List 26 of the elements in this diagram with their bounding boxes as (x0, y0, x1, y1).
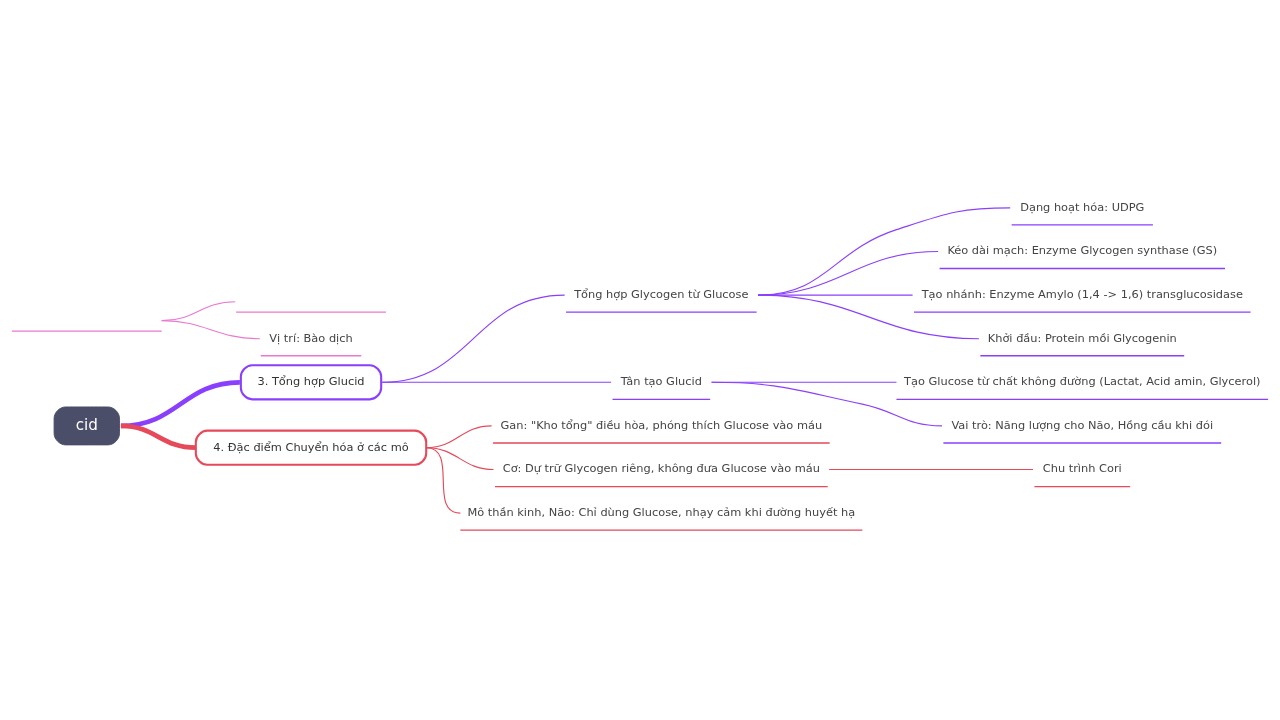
node-text: Khởi đầu: Protein mồi Glycogenin (987, 330, 1177, 345)
node-text: Mô thần kinh, Não: Chỉ dùng Glucose, nhạy cảm khi đường huyết hạ (467, 504, 856, 519)
node-text: Tạo Glucose từ chất không đường (Lactat, Acid amin, Glycerol) (904, 373, 1261, 388)
node-text: Cơ: Dự trữ Glycogen riêng, không đưa Glucose vào máu (502, 460, 820, 475)
node-text: Gan: "Kho tổng" điều hòa, phóng thích Glucose vào máu (500, 417, 823, 432)
node-box: 4. Đặc điểm Chuyển hóa ở các mô (194, 429, 428, 466)
node-text: Chu trình Cori (1042, 460, 1122, 475)
node-bar (11, 329, 163, 332)
connector (757, 294, 980, 339)
connector (161, 319, 261, 339)
node-bar (235, 311, 387, 313)
node-box: 3. Tổng hợp Glucid (239, 363, 383, 400)
node-text: Vị trí: Bào dịch (269, 330, 353, 345)
node-text: Vai trò: Năng lượng cho Não, Hồng cầu khi đói (951, 417, 1214, 432)
node-text: Dạng hoạt hóa: UDPG (1020, 199, 1145, 214)
node-text: Tân tạo Glucid (620, 373, 702, 388)
connector (828, 468, 1034, 470)
node-text: Kéo dài mạch: Enzyme Glycogen synthase (GS) (947, 242, 1218, 257)
node-box: cid (53, 406, 120, 445)
node-text: Tạo nhánh: Enzyme Amylo (1,4 -> 1,6) transglucosidase (921, 286, 1243, 301)
connector (425, 446, 461, 514)
connector (711, 381, 943, 426)
node-text: Tổng hợp Glycogen từ Glucose (574, 286, 749, 301)
connector (120, 379, 241, 428)
connector (381, 381, 612, 383)
connector (120, 423, 196, 450)
